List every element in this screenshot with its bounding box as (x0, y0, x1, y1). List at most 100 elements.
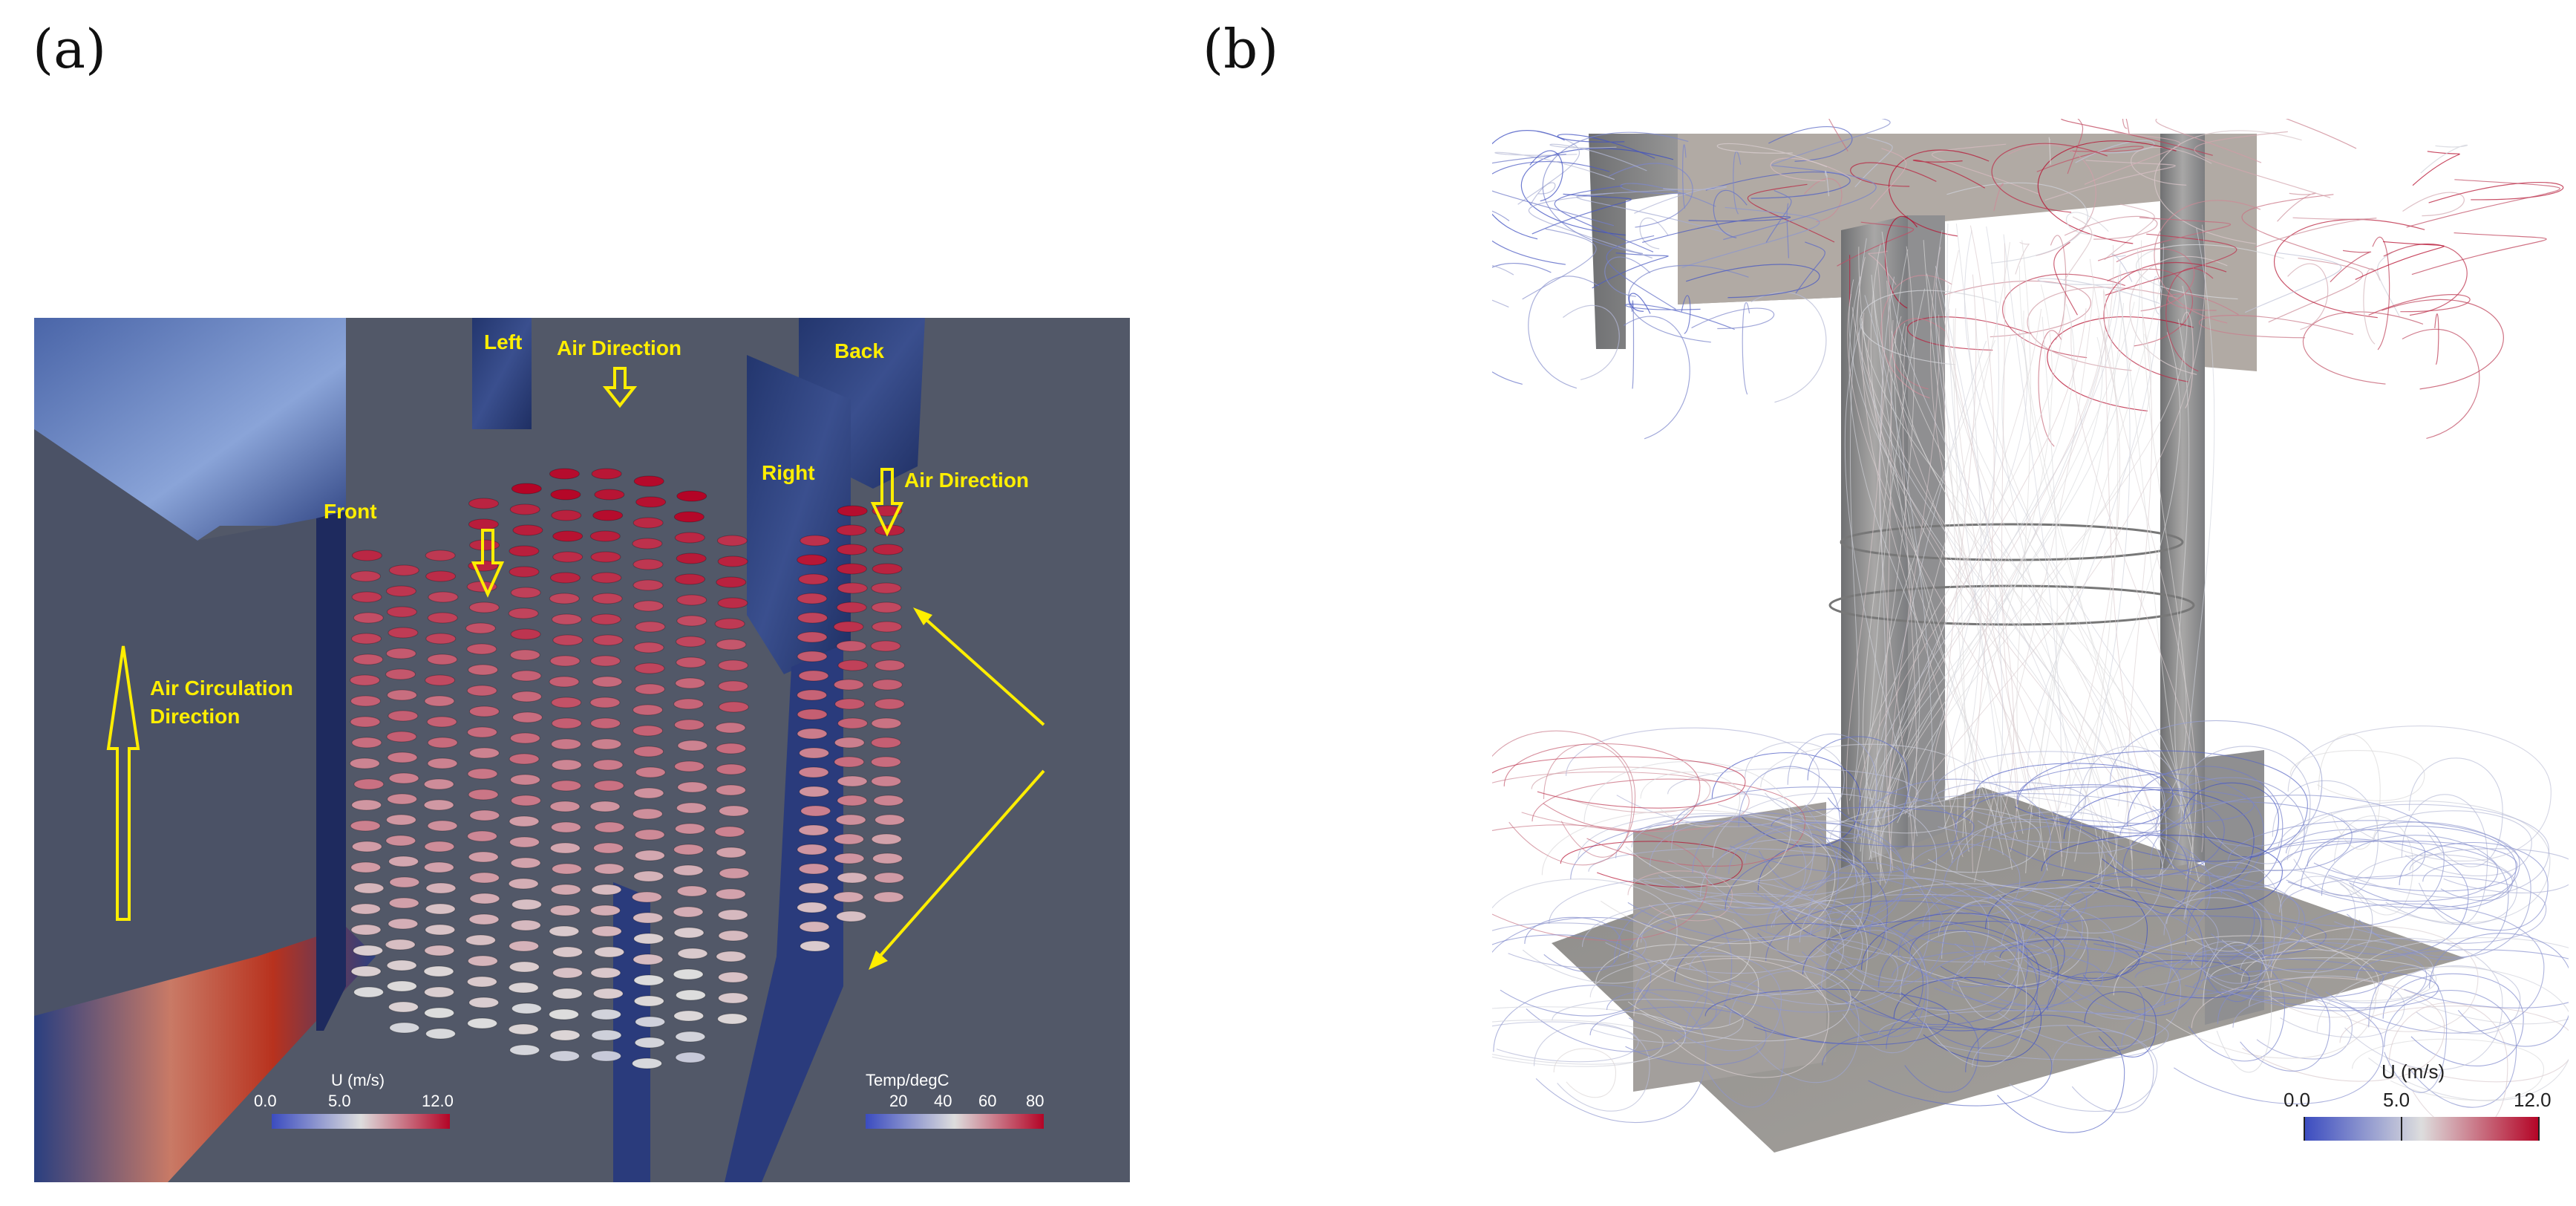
streamline (1894, 249, 2004, 855)
tray-disc (719, 805, 750, 817)
streamline (1878, 930, 2039, 1049)
floor-strip (34, 927, 376, 1182)
streamline (1861, 312, 1958, 829)
tray-disc (509, 503, 540, 515)
tray-disc (798, 824, 829, 836)
temperature-colorbar-tick: 80 (1026, 1092, 1044, 1110)
streamline (1786, 203, 1789, 258)
streamline (1886, 280, 1894, 871)
tray-disc (423, 965, 454, 977)
tray-disc (388, 564, 419, 576)
streamline (2015, 241, 2030, 275)
tray-disc (676, 615, 707, 627)
tray-disc (673, 1010, 705, 1022)
streamline (1738, 766, 1841, 891)
tray-disc (551, 509, 582, 521)
tray-disc (632, 600, 664, 612)
streamline (1900, 931, 2027, 1067)
tray-disc (715, 888, 746, 900)
tray-disc (633, 787, 664, 799)
streamline (1681, 206, 1820, 268)
velocity-colorbar-tick: 0.0 (2284, 1089, 2310, 1111)
streamline (1787, 900, 1869, 1005)
streamline (1972, 1025, 2158, 1112)
streamline (1847, 294, 2063, 857)
tray-disc (632, 912, 664, 924)
streamline (2191, 977, 2445, 1082)
streamline (1869, 276, 1895, 861)
streamline (1830, 805, 2041, 873)
tray-disc (714, 826, 745, 838)
tray-disc (549, 925, 580, 937)
tray-disc (349, 757, 380, 769)
tray-disc (351, 550, 382, 561)
streamline (2103, 262, 2227, 382)
tray-disc (465, 622, 496, 634)
tray-disc (508, 1023, 539, 1035)
streamline (1858, 247, 1975, 824)
tray-disc (549, 676, 580, 688)
streamline (2001, 908, 2116, 984)
tray-disc (633, 870, 664, 882)
tray-disc (425, 633, 457, 645)
tray-disc (385, 939, 416, 951)
streamline (2078, 746, 2182, 879)
tray-disc (385, 814, 416, 826)
tray-disc (800, 805, 831, 817)
streamline (2187, 227, 2215, 829)
tray-disc (508, 607, 539, 619)
tray-disc (511, 899, 542, 910)
tray-disc (594, 946, 625, 958)
cfd-temperature-figure: Left Back Front Right Air Direction Air … (34, 318, 1130, 1182)
tray-disc (837, 582, 868, 594)
tray-disc (385, 835, 416, 847)
streamline (1891, 330, 2108, 841)
tray-disc (632, 704, 664, 716)
tray-disc (594, 489, 625, 501)
tray-disc (549, 655, 581, 667)
tray-disc (468, 518, 499, 530)
tray-disc (677, 781, 708, 793)
tray-disc (675, 677, 706, 689)
tray-disc (350, 924, 382, 936)
tray-disc (353, 945, 384, 956)
tray-disc (425, 550, 456, 561)
tray-disc (351, 591, 382, 603)
tray-disc (797, 708, 828, 720)
streamline (2074, 289, 2119, 862)
streamline (1848, 279, 2117, 875)
streamline (1846, 260, 1883, 815)
tray-disc (674, 532, 705, 544)
streamline (1951, 936, 2181, 1048)
streamline (1952, 318, 1966, 838)
tray-disc (385, 668, 416, 680)
tray-disc (632, 1057, 663, 1069)
tray-disc (872, 544, 903, 555)
tray-disc (634, 829, 665, 841)
streamline (2356, 937, 2569, 1025)
temperature-colorbar-ramp (866, 1114, 1044, 1129)
tray-disc (837, 795, 868, 806)
streamline (1606, 989, 1717, 1032)
tray-disc (872, 505, 903, 517)
streamline (1733, 151, 1742, 215)
tray-disc (427, 737, 458, 749)
streamline (2355, 241, 2445, 280)
streamline (1974, 286, 2094, 883)
tray-disc (673, 864, 704, 876)
tray-disc (673, 698, 705, 710)
tray-disc (592, 988, 624, 1000)
streamline (1554, 185, 1654, 252)
tray-disc (718, 659, 749, 671)
tray-disc (350, 903, 381, 915)
tray-disc (389, 876, 420, 888)
streamline (1904, 224, 2206, 815)
tray-disc (467, 768, 498, 780)
streamline (2287, 263, 2329, 330)
tray-disc (509, 815, 540, 827)
tray-disc (389, 1022, 420, 1034)
streamline (2304, 937, 2503, 1071)
tray-disc (836, 640, 867, 652)
streamline (1945, 284, 2167, 877)
tray-disc (551, 759, 582, 771)
